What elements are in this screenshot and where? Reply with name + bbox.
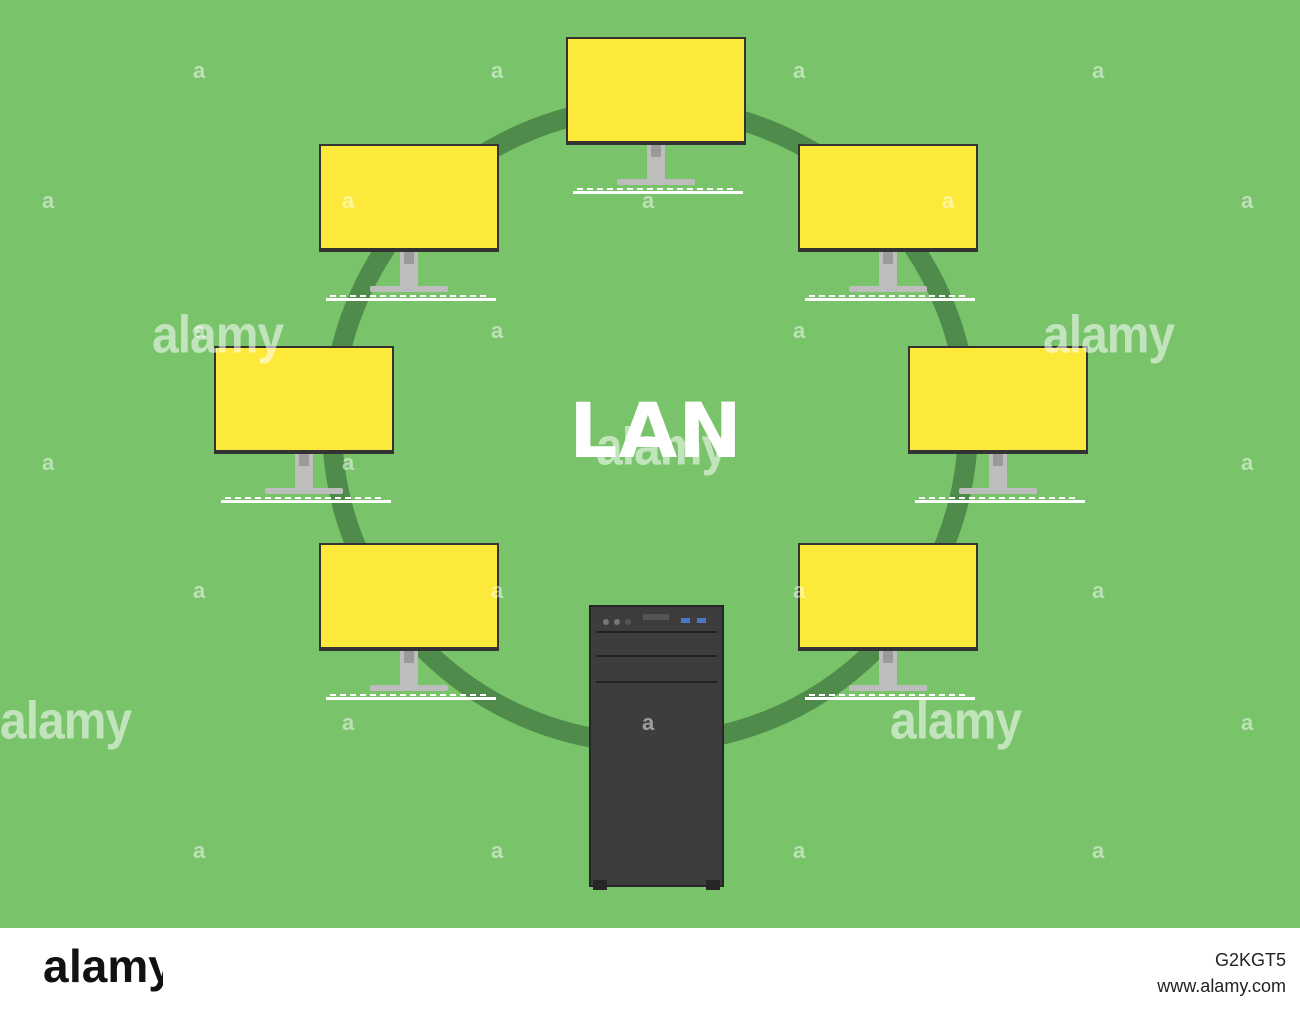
workstation-lower-right (798, 543, 978, 700)
watermark-mark: a (193, 578, 206, 603)
monitor-icon (214, 346, 394, 494)
watermark-mark: a (1241, 188, 1254, 213)
watermark-text: alamy (596, 418, 728, 477)
workstation-upper-right (798, 144, 978, 301)
watermark-mark: a (491, 578, 504, 603)
watermark-text: alamy (1043, 306, 1175, 365)
monitor-icon (566, 37, 746, 185)
keyboard-icon (805, 295, 975, 301)
watermark-text: alamy (152, 306, 284, 365)
keyboard-icon (221, 497, 391, 503)
keyboard-icon (326, 694, 496, 700)
svg-text:a: a (43, 940, 69, 992)
alamy-url[interactable]: www.alamy.com (1157, 976, 1286, 996)
watermark-mark: a (793, 578, 806, 603)
watermark-mark: a (1241, 710, 1254, 735)
footer-bar: a lamy G2KGT5 www.alamy.com (0, 928, 1300, 1018)
watermark-mark: a (42, 188, 55, 213)
workstation-upper-left (319, 144, 499, 301)
workstation-mid-right (908, 346, 1088, 503)
watermark-mark: a (642, 710, 655, 735)
workstation-top (566, 37, 746, 194)
watermark-mark: a (491, 58, 504, 83)
workstation-mid-left (214, 346, 394, 503)
watermark-mark: a (1092, 838, 1105, 863)
watermark-mark: a (1241, 450, 1254, 475)
watermark-mark: a (491, 318, 504, 343)
watermark-mark: a (491, 838, 504, 863)
monitor-icon (319, 543, 499, 691)
svg-text:lamy: lamy (69, 940, 163, 992)
server-tower-icon (589, 605, 724, 890)
watermark-mark: a (793, 58, 806, 83)
keyboard-icon (805, 694, 975, 700)
workstation-lower-left (319, 543, 499, 700)
watermark-mark: a (342, 450, 355, 475)
lan-label: LAN (569, 386, 743, 475)
watermark-mark: a (342, 710, 355, 735)
watermark-mark: a (793, 318, 806, 343)
alamy-logo: a lamy (38, 936, 168, 1000)
monitor-icon (798, 543, 978, 691)
keyboard-icon (326, 295, 496, 301)
watermark-mark: a (793, 838, 806, 863)
monitor-icon (319, 144, 499, 292)
watermark-mark: a (193, 838, 206, 863)
watermark-mark: a (642, 188, 655, 213)
keyboard-icon (915, 497, 1085, 503)
watermark-mark: a (1092, 578, 1105, 603)
watermark-text: alamy (890, 692, 1022, 751)
image-code: G2KGT5 (1214, 950, 1286, 970)
lan-diagram (214, 37, 1088, 890)
alamy-logo-icon: a lamy (43, 940, 163, 992)
keyboard-icon (573, 188, 743, 194)
watermark-mark: a (42, 450, 55, 475)
watermark-mark: a (193, 58, 206, 83)
monitor-icon (798, 144, 978, 292)
watermark-mark: a (342, 188, 355, 213)
watermark-mark: a (942, 188, 955, 213)
watermark-mark: a (1092, 58, 1105, 83)
watermark-mark: a (193, 318, 206, 343)
watermark-text: alamy (0, 692, 132, 751)
monitor-icon (908, 346, 1088, 494)
